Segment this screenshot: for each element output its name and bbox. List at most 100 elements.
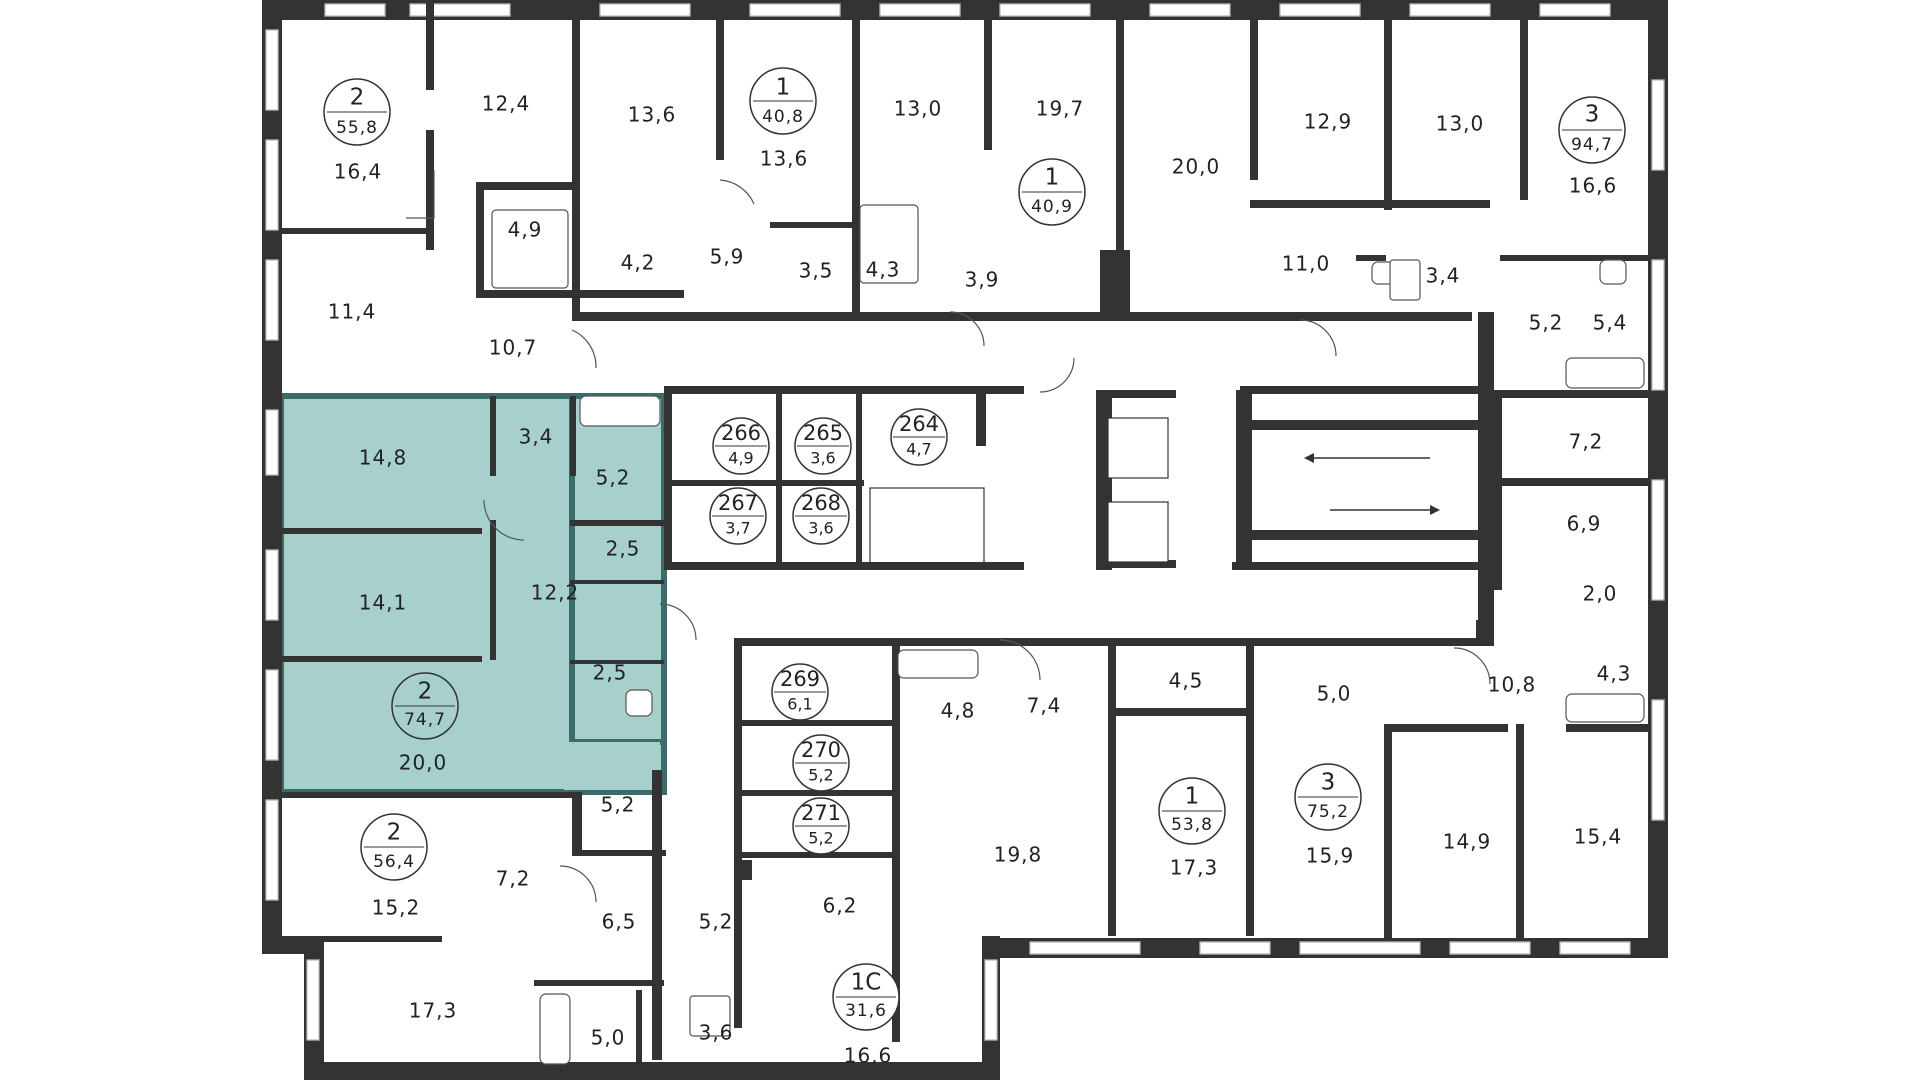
storeroom-marker[interactable]: 269 6,1 xyxy=(771,663,829,721)
apartment-area: 40,8 xyxy=(762,107,804,127)
room-area: 19,7 xyxy=(1036,97,1085,121)
room-area: 5,2 xyxy=(699,910,734,934)
room-area: 20,0 xyxy=(1172,155,1221,179)
apartment-rooms: 2 xyxy=(350,85,365,111)
room-area: 4,3 xyxy=(866,258,901,282)
room-area: 20,0 xyxy=(399,751,448,775)
storeroom-marker[interactable]: 271 5,2 xyxy=(792,797,850,855)
apartment-marker[interactable]: 1 40,9 xyxy=(1018,158,1086,226)
room-area: 7,2 xyxy=(496,867,531,891)
fixtures xyxy=(491,204,1645,1065)
room-area: 3,4 xyxy=(1426,264,1461,288)
storeroom-marker[interactable]: 265 3,6 xyxy=(794,417,852,475)
room-area: 12,9 xyxy=(1304,110,1353,134)
room-area: 3,5 xyxy=(799,259,834,283)
storeroom-area: 6,1 xyxy=(787,695,812,714)
apartment-area: 94,7 xyxy=(1571,135,1613,155)
storeroom-area: 3,7 xyxy=(725,519,750,538)
room-area: 5,2 xyxy=(1529,311,1564,335)
storeroom-marker[interactable]: 266 4,9 xyxy=(712,417,770,475)
room-area: 17,3 xyxy=(409,999,458,1023)
room-area: 13,6 xyxy=(760,147,809,171)
apartment-marker-selected[interactable]: 2 74,7 xyxy=(391,672,459,740)
apartment-area: 31,6 xyxy=(845,1001,887,1021)
interior-walls xyxy=(282,0,1648,1062)
apartment-area: 75,2 xyxy=(1307,802,1349,822)
room-area: 10,7 xyxy=(489,336,538,360)
storeroom-marker[interactable]: 268 3,6 xyxy=(792,487,850,545)
apartment-area: 40,9 xyxy=(1031,197,1073,217)
room-area: 11,4 xyxy=(328,300,377,324)
room-area: 12,2 xyxy=(531,581,580,605)
apartment-area: 74,7 xyxy=(404,710,446,730)
doors xyxy=(406,170,1491,903)
room-area: 15,2 xyxy=(372,896,421,920)
room-area: 6,9 xyxy=(1567,512,1602,536)
room-area: 4,5 xyxy=(1169,669,1204,693)
apartment-marker[interactable]: 3 75,2 xyxy=(1294,763,1362,831)
storeroom-number: 271 xyxy=(801,801,841,825)
room-area: 12,4 xyxy=(482,92,531,116)
room-area: 4,2 xyxy=(621,251,656,275)
room-area: 15,4 xyxy=(1574,825,1623,849)
apartment-area: 55,8 xyxy=(336,118,378,138)
room-area: 5,0 xyxy=(1317,682,1352,706)
room-area: 15,9 xyxy=(1306,844,1355,868)
room-area: 5,4 xyxy=(1593,311,1628,335)
apartment-rooms: 1 xyxy=(1045,165,1060,191)
room-area: 14,8 xyxy=(359,446,408,470)
room-area: 4,8 xyxy=(941,699,976,723)
apartment-rooms: 1С xyxy=(851,970,882,996)
apartment-marker[interactable]: 1 53,8 xyxy=(1158,777,1226,845)
room-area: 16,6 xyxy=(1569,174,1618,198)
room-area: 7,4 xyxy=(1027,694,1062,718)
room-area: 4,9 xyxy=(508,218,543,242)
room-area: 2,5 xyxy=(606,537,641,561)
room-area: 16,6 xyxy=(844,1044,893,1068)
apartment-rooms: 3 xyxy=(1321,770,1336,796)
apartment-rooms: 3 xyxy=(1585,102,1600,128)
room-area: 5,2 xyxy=(601,793,636,817)
stair-arrow-icon xyxy=(1304,453,1440,515)
room-area: 3,9 xyxy=(965,268,1000,292)
room-area: 13,0 xyxy=(894,97,943,121)
windows xyxy=(265,3,1665,1041)
apartment-rooms: 1 xyxy=(776,75,791,101)
room-area: 6,5 xyxy=(602,910,637,934)
storeroom-number: 269 xyxy=(780,667,820,691)
storeroom-marker[interactable]: 267 3,7 xyxy=(709,487,767,545)
room-labels: 16,4 12,4 13,6 13,6 13,0 19,7 20,0 12,9 … xyxy=(328,92,1632,1068)
room-area: 7,2 xyxy=(1569,430,1604,454)
storeroom-number: 264 xyxy=(899,412,939,436)
room-area: 3,6 xyxy=(699,1021,734,1045)
apartment-rooms: 2 xyxy=(418,679,433,705)
storeroom-marker[interactable]: 270 5,2 xyxy=(792,734,850,792)
storeroom-number: 266 xyxy=(721,421,761,445)
room-area: 19,8 xyxy=(994,843,1043,867)
room-area: 10,8 xyxy=(1488,673,1537,697)
storeroom-number: 267 xyxy=(718,491,758,515)
room-area: 13,0 xyxy=(1436,112,1485,136)
storeroom-number: 268 xyxy=(801,491,841,515)
selected-apartment-area[interactable] xyxy=(278,393,667,795)
storeroom-area: 4,7 xyxy=(906,440,931,459)
room-area: 5,0 xyxy=(591,1026,626,1050)
apartment-marker[interactable]: 2 55,8 xyxy=(323,78,391,146)
apartment-area: 53,8 xyxy=(1171,815,1213,835)
room-area: 11,0 xyxy=(1282,252,1331,276)
storeroom-area: 5,2 xyxy=(808,829,833,848)
apartment-marker[interactable]: 1 40,8 xyxy=(749,67,817,135)
room-area: 3,4 xyxy=(519,425,554,449)
apartment-marker[interactable]: 3 94,7 xyxy=(1558,96,1626,164)
room-area: 6,2 xyxy=(823,894,858,918)
room-area: 2,5 xyxy=(593,661,628,685)
room-area: 5,9 xyxy=(710,245,745,269)
apartment-marker[interactable]: 2 56,4 xyxy=(360,813,428,881)
room-area: 2,0 xyxy=(1583,582,1618,606)
room-area: 17,3 xyxy=(1170,856,1219,880)
room-area: 4,3 xyxy=(1597,662,1632,686)
storeroom-marker[interactable]: 264 4,7 xyxy=(890,408,948,466)
storeroom-area: 5,2 xyxy=(808,766,833,785)
apartment-marker[interactable]: 1С 31,6 xyxy=(832,963,900,1031)
